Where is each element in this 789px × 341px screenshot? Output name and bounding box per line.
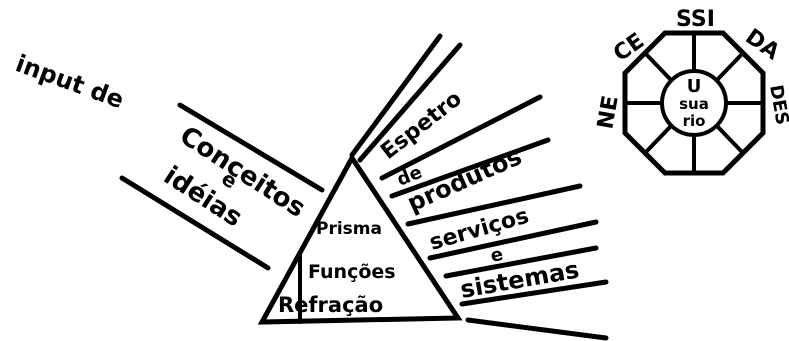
wheel-spoke-bottom-right xyxy=(717,126,743,153)
wheel-spoke-bottom-left xyxy=(645,126,671,153)
wheel-center-line-u: U xyxy=(687,76,702,97)
prism-line-funcoes: Funções xyxy=(308,261,396,283)
wheel-text-des: DES xyxy=(765,83,789,126)
spectrum-line-e: e xyxy=(489,244,505,267)
wheel-text-ssi: SSI xyxy=(676,7,715,32)
spectrum-line-9 xyxy=(468,320,606,338)
wheel-spoke-top-right xyxy=(717,53,743,80)
wheel-center-line-rio: rio xyxy=(683,112,706,130)
wheel-center-line-sua: sua xyxy=(679,95,709,113)
prism-line-prisma: Prisma xyxy=(316,219,382,239)
prism-line-refracao: Refração xyxy=(278,293,383,317)
wheel-text-ce: CE xyxy=(609,29,649,67)
wheel-spoke-top-left xyxy=(645,53,671,80)
wheel-text-ne: NE xyxy=(593,94,623,131)
input-label: input de xyxy=(12,49,128,114)
